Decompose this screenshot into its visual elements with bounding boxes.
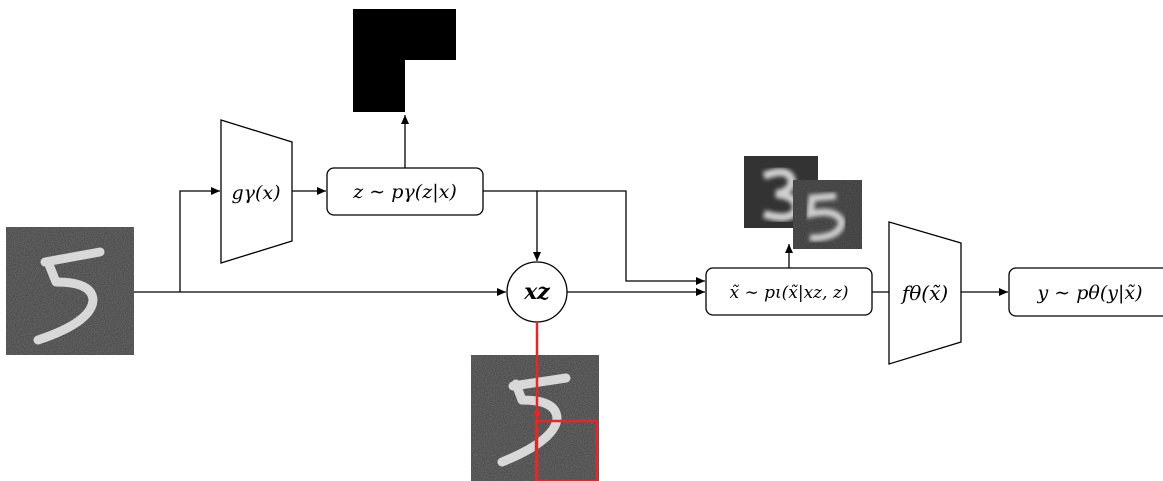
input-to-encoder-arrow xyxy=(179,187,220,292)
encoder-block xyxy=(220,119,293,264)
latent-to-xz-arrow xyxy=(483,190,541,261)
imputed-digit-5-image xyxy=(793,180,862,249)
output-label: y ∼ pθ(y|x̃) xyxy=(1036,282,1142,304)
latent-to-imputation-arrow xyxy=(537,190,705,285)
masked-digit-image xyxy=(471,355,599,481)
mask-image xyxy=(353,9,456,112)
connectors xyxy=(134,115,1008,296)
classifier-block xyxy=(888,221,962,365)
encoder-label: gγ(x) xyxy=(231,182,280,204)
classifier-label: fθ(x̃) xyxy=(900,281,948,305)
input-digit-image xyxy=(6,227,134,355)
imputation-label: x̃ ∼ pι(x̃|xz, z) xyxy=(729,283,848,303)
masked-input-label: xz xyxy=(523,279,550,305)
output-box xyxy=(1008,267,1163,317)
latent-label: z ∼ pγ(z|x) xyxy=(352,181,456,203)
